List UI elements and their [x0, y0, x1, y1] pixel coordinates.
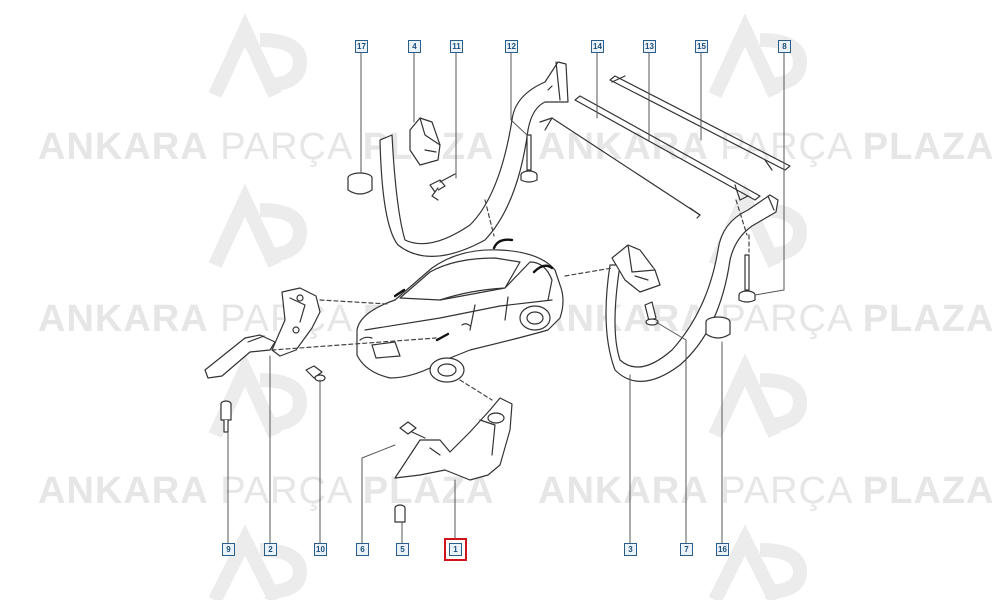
watermark-logo-icon: [708, 353, 808, 438]
watermark-word: ANKARA: [38, 126, 209, 168]
watermark-word: PARÇA: [720, 298, 852, 340]
bolt-12: [520, 134, 538, 183]
watermark-word: PARÇA: [720, 470, 852, 512]
callout-5[interactable]: 5: [396, 543, 409, 556]
callout-15[interactable]: 15: [695, 40, 708, 53]
callout-4[interactable]: 4: [408, 40, 421, 53]
bumper-16: [705, 316, 731, 339]
callout-10[interactable]: 10: [314, 543, 327, 556]
watermark-word: ANKARA: [538, 470, 709, 512]
watermark-text: ANKARA PARÇA PLAZA: [538, 126, 994, 169]
watermark-word: PLAZA: [862, 470, 995, 512]
watermark-word: ANKARA: [38, 298, 209, 340]
bolt-7: [644, 301, 659, 326]
callout-9[interactable]: 9: [222, 543, 235, 556]
watermark-word: ANKARA: [38, 470, 209, 512]
callout-11[interactable]: 11: [450, 40, 463, 53]
callout-13[interactable]: 13: [643, 40, 656, 53]
callout-1-highlighted[interactable]: 1: [444, 538, 467, 561]
watermark-word: PLAZA: [862, 298, 995, 340]
bolt-5: [394, 504, 406, 523]
callout-12[interactable]: 12: [505, 40, 518, 53]
watermark-logo-icon: [208, 183, 308, 268]
watermark-logos: [208, 13, 808, 600]
watermark-logo-icon: [208, 524, 308, 600]
bumper-17: [347, 172, 373, 195]
callout-3[interactable]: 3: [624, 543, 637, 556]
watermark-word: PLAZA: [862, 126, 995, 168]
rods-13-14-15: [539, 75, 791, 219]
callout-8[interactable]: 8: [778, 40, 791, 53]
callout-6[interactable]: 6: [356, 543, 369, 556]
watermark-text: ANKARA PARÇA PLAZA: [538, 470, 994, 513]
bolt-11: [429, 173, 456, 201]
callout-17[interactable]: 17: [355, 40, 368, 53]
right-bracket: [605, 194, 779, 382]
assembly-dashes: [271, 199, 750, 401]
callout-2[interactable]: 2: [264, 543, 277, 556]
bracket-1: [394, 397, 513, 481]
car-mount-marks: [393, 238, 554, 342]
watermark-text: ANKARA PARÇA PLAZA: [538, 298, 994, 341]
watermark-word: ANKARA: [538, 298, 709, 340]
bracket-3-plate: [611, 244, 661, 293]
callout-7[interactable]: 7: [680, 543, 693, 556]
upper-left-bracket: [379, 61, 569, 257]
callout-14[interactable]: 14: [591, 40, 604, 53]
bolt-8: [738, 254, 756, 303]
bracket-4: [409, 117, 441, 166]
watermark-word: PARÇA: [220, 470, 352, 512]
watermark-word: PARÇA: [220, 126, 352, 168]
bracket-2: [204, 287, 321, 379]
watermark-logo-icon: [208, 13, 308, 98]
bolt-9: [220, 400, 232, 433]
leader-lines: [227, 51, 785, 544]
car-body: [356, 249, 564, 383]
bolt-6: [399, 421, 426, 439]
watermark-logo-icon: [708, 524, 808, 600]
watermark-word: ANKARA: [538, 126, 709, 168]
callout-16[interactable]: 16: [716, 543, 729, 556]
watermark-word: PARÇA: [720, 126, 852, 168]
bolt-10: [305, 365, 326, 382]
